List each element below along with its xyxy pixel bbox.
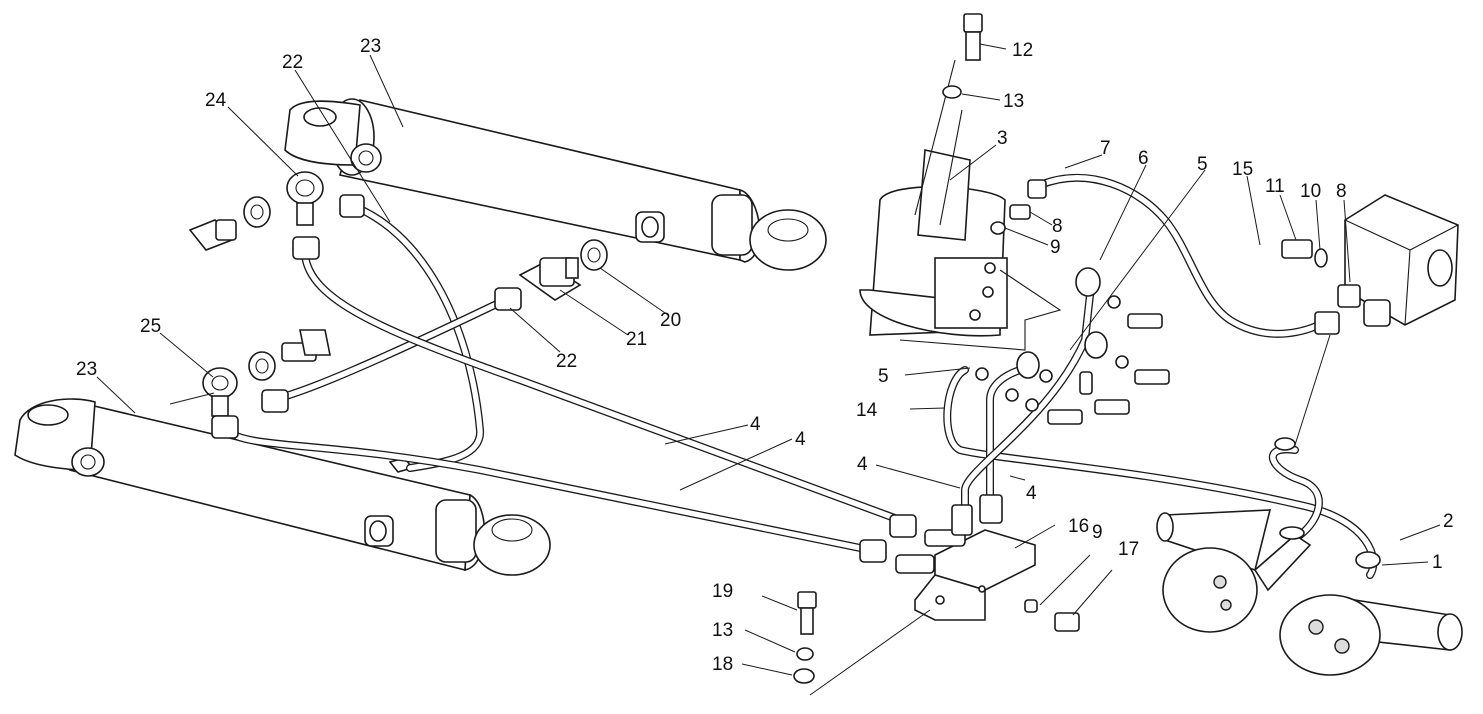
washer-18: [793, 668, 815, 684]
label-4-b: 4: [795, 429, 806, 450]
label-20: 20: [660, 310, 681, 331]
label-3: 3: [997, 128, 1008, 149]
mount-line-lower: [809, 609, 931, 696]
lower-hydraulic-cylinder: [14, 398, 551, 576]
label-13-lower: 13: [712, 620, 733, 641]
label-11: 11: [1265, 176, 1285, 197]
label-10: 10: [1300, 181, 1321, 202]
bottom-right-mounts: [1156, 437, 1463, 676]
label-24: 24: [205, 90, 227, 111]
label-6: 6: [1138, 148, 1149, 169]
label-22-upper: 22: [282, 52, 303, 73]
label-14: 14: [856, 400, 878, 421]
label-4-d: 4: [1026, 483, 1037, 504]
fittings-8-9: [975, 179, 1170, 425]
washer-13-upper: [942, 85, 962, 99]
washer-20: [580, 239, 608, 271]
label-5-lower: 5: [878, 366, 889, 387]
label-16: 16: [1068, 516, 1089, 537]
label-12: 12: [1012, 40, 1033, 61]
right-valve-block: [1281, 194, 1459, 335]
label-13-upper: 13: [1003, 91, 1024, 112]
label-7: 7: [1100, 138, 1111, 159]
label-9-upper: 9: [1050, 237, 1061, 258]
leader-lines: [96, 43, 1441, 676]
label-21: 21: [626, 329, 647, 350]
distribution-block-16: [859, 494, 1080, 632]
label-18: 18: [712, 654, 733, 675]
washer-13-lower: [796, 647, 814, 661]
label-4-a: 4: [750, 414, 761, 435]
label-23-upper: 23: [360, 36, 381, 57]
label-1: 1: [1432, 552, 1443, 573]
bolt-19: [797, 591, 817, 635]
label-22-lower: 22: [556, 351, 577, 372]
label-19: 19: [712, 581, 733, 602]
adapter-fitting-21: [518, 257, 582, 301]
part-labels: 23 22 24 21 20 22 25 23 4 4 4 4 12 13 3 …: [76, 36, 1454, 675]
label-5-upper: 5: [1197, 154, 1208, 175]
bolt-12: [963, 13, 983, 61]
label-2: 2: [1443, 511, 1454, 532]
label-8-right: 8: [1336, 181, 1347, 202]
label-15: 15: [1232, 159, 1253, 180]
steering-valve-unit: [859, 59, 1062, 351]
label-25: 25: [140, 316, 161, 337]
label-17: 17: [1118, 539, 1139, 560]
label-9-lower: 9: [1092, 522, 1103, 543]
upper-hydraulic-cylinder: [284, 98, 827, 271]
banjo-fittings: [188, 171, 522, 439]
label-4-c: 4: [857, 454, 868, 475]
label-8-left: 8: [1052, 216, 1063, 237]
label-23-lower: 23: [76, 359, 97, 380]
